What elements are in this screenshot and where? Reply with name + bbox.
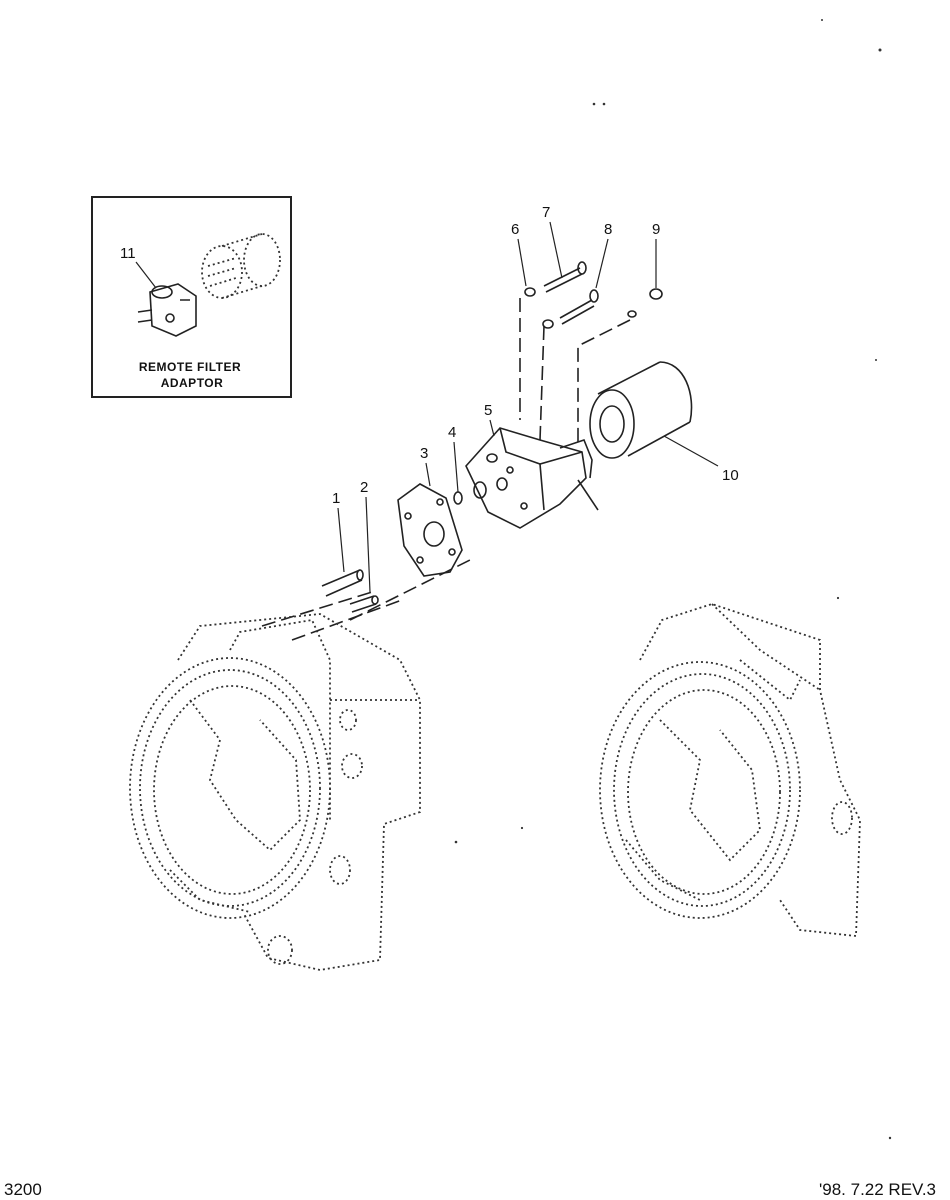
remote-filter-adaptor-inset: 11 REMOTE FILTER ADAPTOR [91, 196, 292, 398]
revision-stamp: '98. 7.22 REV.3 [819, 1180, 936, 1199]
callout-11-leader [135, 261, 157, 289]
part-8-short-bolt [542, 289, 599, 329]
assembly-centerlines [261, 298, 631, 641]
callout-8-leader [595, 238, 609, 289]
part-4-o-ring [453, 491, 463, 505]
callout-6-leader [517, 238, 527, 287]
callout-4: 4 [448, 424, 456, 441]
page-number: 3200 [4, 1180, 42, 1199]
callout-5: 5 [484, 402, 492, 419]
callout-8: 8 [604, 221, 612, 238]
part-2-pin [349, 595, 379, 613]
engine-housing-right [599, 603, 861, 937]
callout-6: 6 [511, 221, 519, 238]
callout-11: 11 [120, 245, 136, 262]
callout-10: 10 [722, 467, 739, 484]
part-5-filter-housing [465, 427, 599, 529]
callout-9: 9 [652, 221, 660, 238]
inset-adaptor-body [137, 283, 197, 337]
engine-housing-left [129, 613, 421, 971]
callout-1-leader [337, 507, 345, 573]
part-6-washer [524, 287, 536, 297]
callout-3: 3 [420, 445, 428, 462]
callout-labels: 1 2 3 4 5 6 7 8 9 10 [332, 204, 739, 593]
callout-5-leader [489, 419, 495, 437]
callout-7-leader [549, 221, 563, 279]
part-9-washer [627, 288, 663, 318]
scan-specks [454, 19, 892, 1140]
inset-filter-element [201, 233, 281, 299]
callout-2-leader [365, 496, 371, 593]
part-7-long-bolt [543, 261, 587, 293]
part-10-oil-filter [589, 361, 693, 459]
part-1-stud [321, 569, 364, 597]
callout-3-leader [425, 462, 431, 487]
callout-4-leader [453, 441, 459, 493]
callout-10-leader [663, 435, 719, 467]
inset-caption-line2: ADAPTOR [161, 376, 224, 390]
callout-1: 1 [332, 490, 340, 507]
inset-caption-line1: REMOTE FILTER [139, 360, 241, 374]
part-3-gasket [397, 483, 463, 577]
callout-2: 2 [360, 479, 368, 496]
callout-7: 7 [542, 204, 550, 221]
